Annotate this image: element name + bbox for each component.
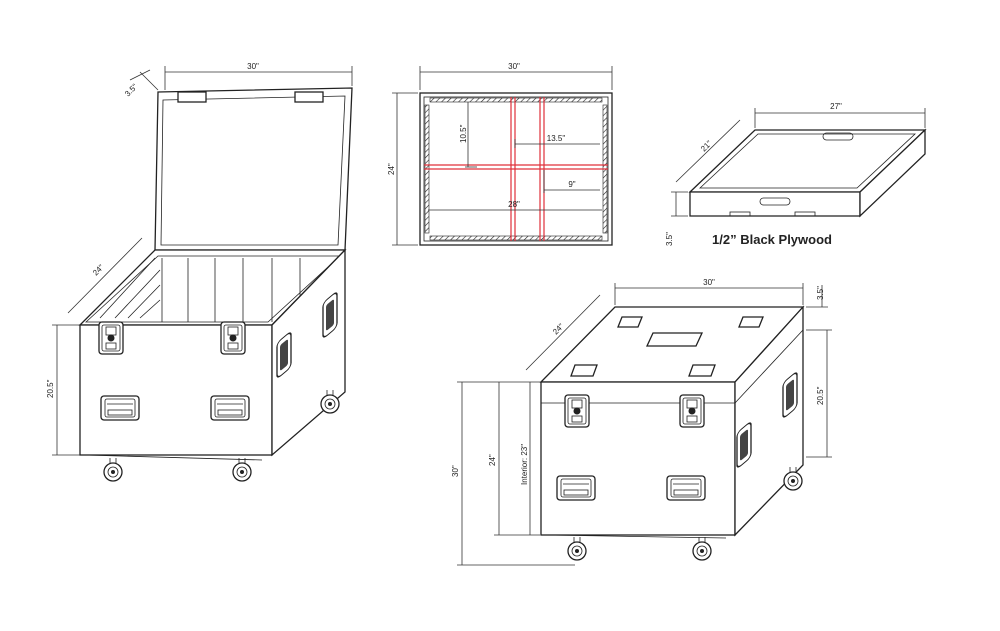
- tray-width-label: 27": [830, 102, 842, 111]
- tray-drawing: 27" 21" 3.5" 1/2” Black Plywood: [665, 102, 927, 247]
- plan-depth-label: 24": [387, 163, 396, 175]
- closed-case-depth-label: 24": [551, 322, 566, 337]
- plan-interior-width-label: 28": [508, 200, 520, 209]
- closed-case-base-label: 20.5": [816, 386, 825, 405]
- open-case-lid-label: 3.5": [123, 82, 139, 98]
- tray-height-label: 3.5": [665, 232, 674, 246]
- closed-case-body-height-label: 24": [488, 454, 497, 466]
- plan-width-label: 30": [508, 62, 520, 71]
- lid-latch-right: [294, 91, 324, 103]
- closed-case-total-height-label: 30": [451, 465, 460, 477]
- lid-latch-left: [177, 91, 207, 103]
- closed-case-lid-label: 3.5": [816, 286, 825, 300]
- open-lid: [154, 87, 353, 251]
- closed-case-width-label: 30": [703, 278, 715, 287]
- open-case-drawing: 30" 3.5" 24" 20.5": [46, 62, 353, 482]
- closed-case-drawing: 30" 24" 3.5" 20.5" 30" 24" Interior: 23": [451, 278, 832, 566]
- plan-section-depth-label: 10.5": [459, 124, 468, 143]
- plan-section-width-a-label: 13.5": [547, 134, 566, 143]
- plan-view-drawing: 10.5" 13.5" 9" 28" 30" 24": [387, 62, 613, 246]
- plan-section-width-b-label: 9": [568, 180, 575, 189]
- open-case-height-label: 20.5": [46, 379, 55, 398]
- tray-depth-label: 21": [699, 139, 714, 154]
- closed-case-interior-label: Interior: 23": [520, 444, 529, 485]
- open-case-width-label: 30": [247, 62, 259, 71]
- open-case-depth-label: 24": [91, 263, 106, 278]
- tray-material-label: 1/2” Black Plywood: [712, 232, 832, 247]
